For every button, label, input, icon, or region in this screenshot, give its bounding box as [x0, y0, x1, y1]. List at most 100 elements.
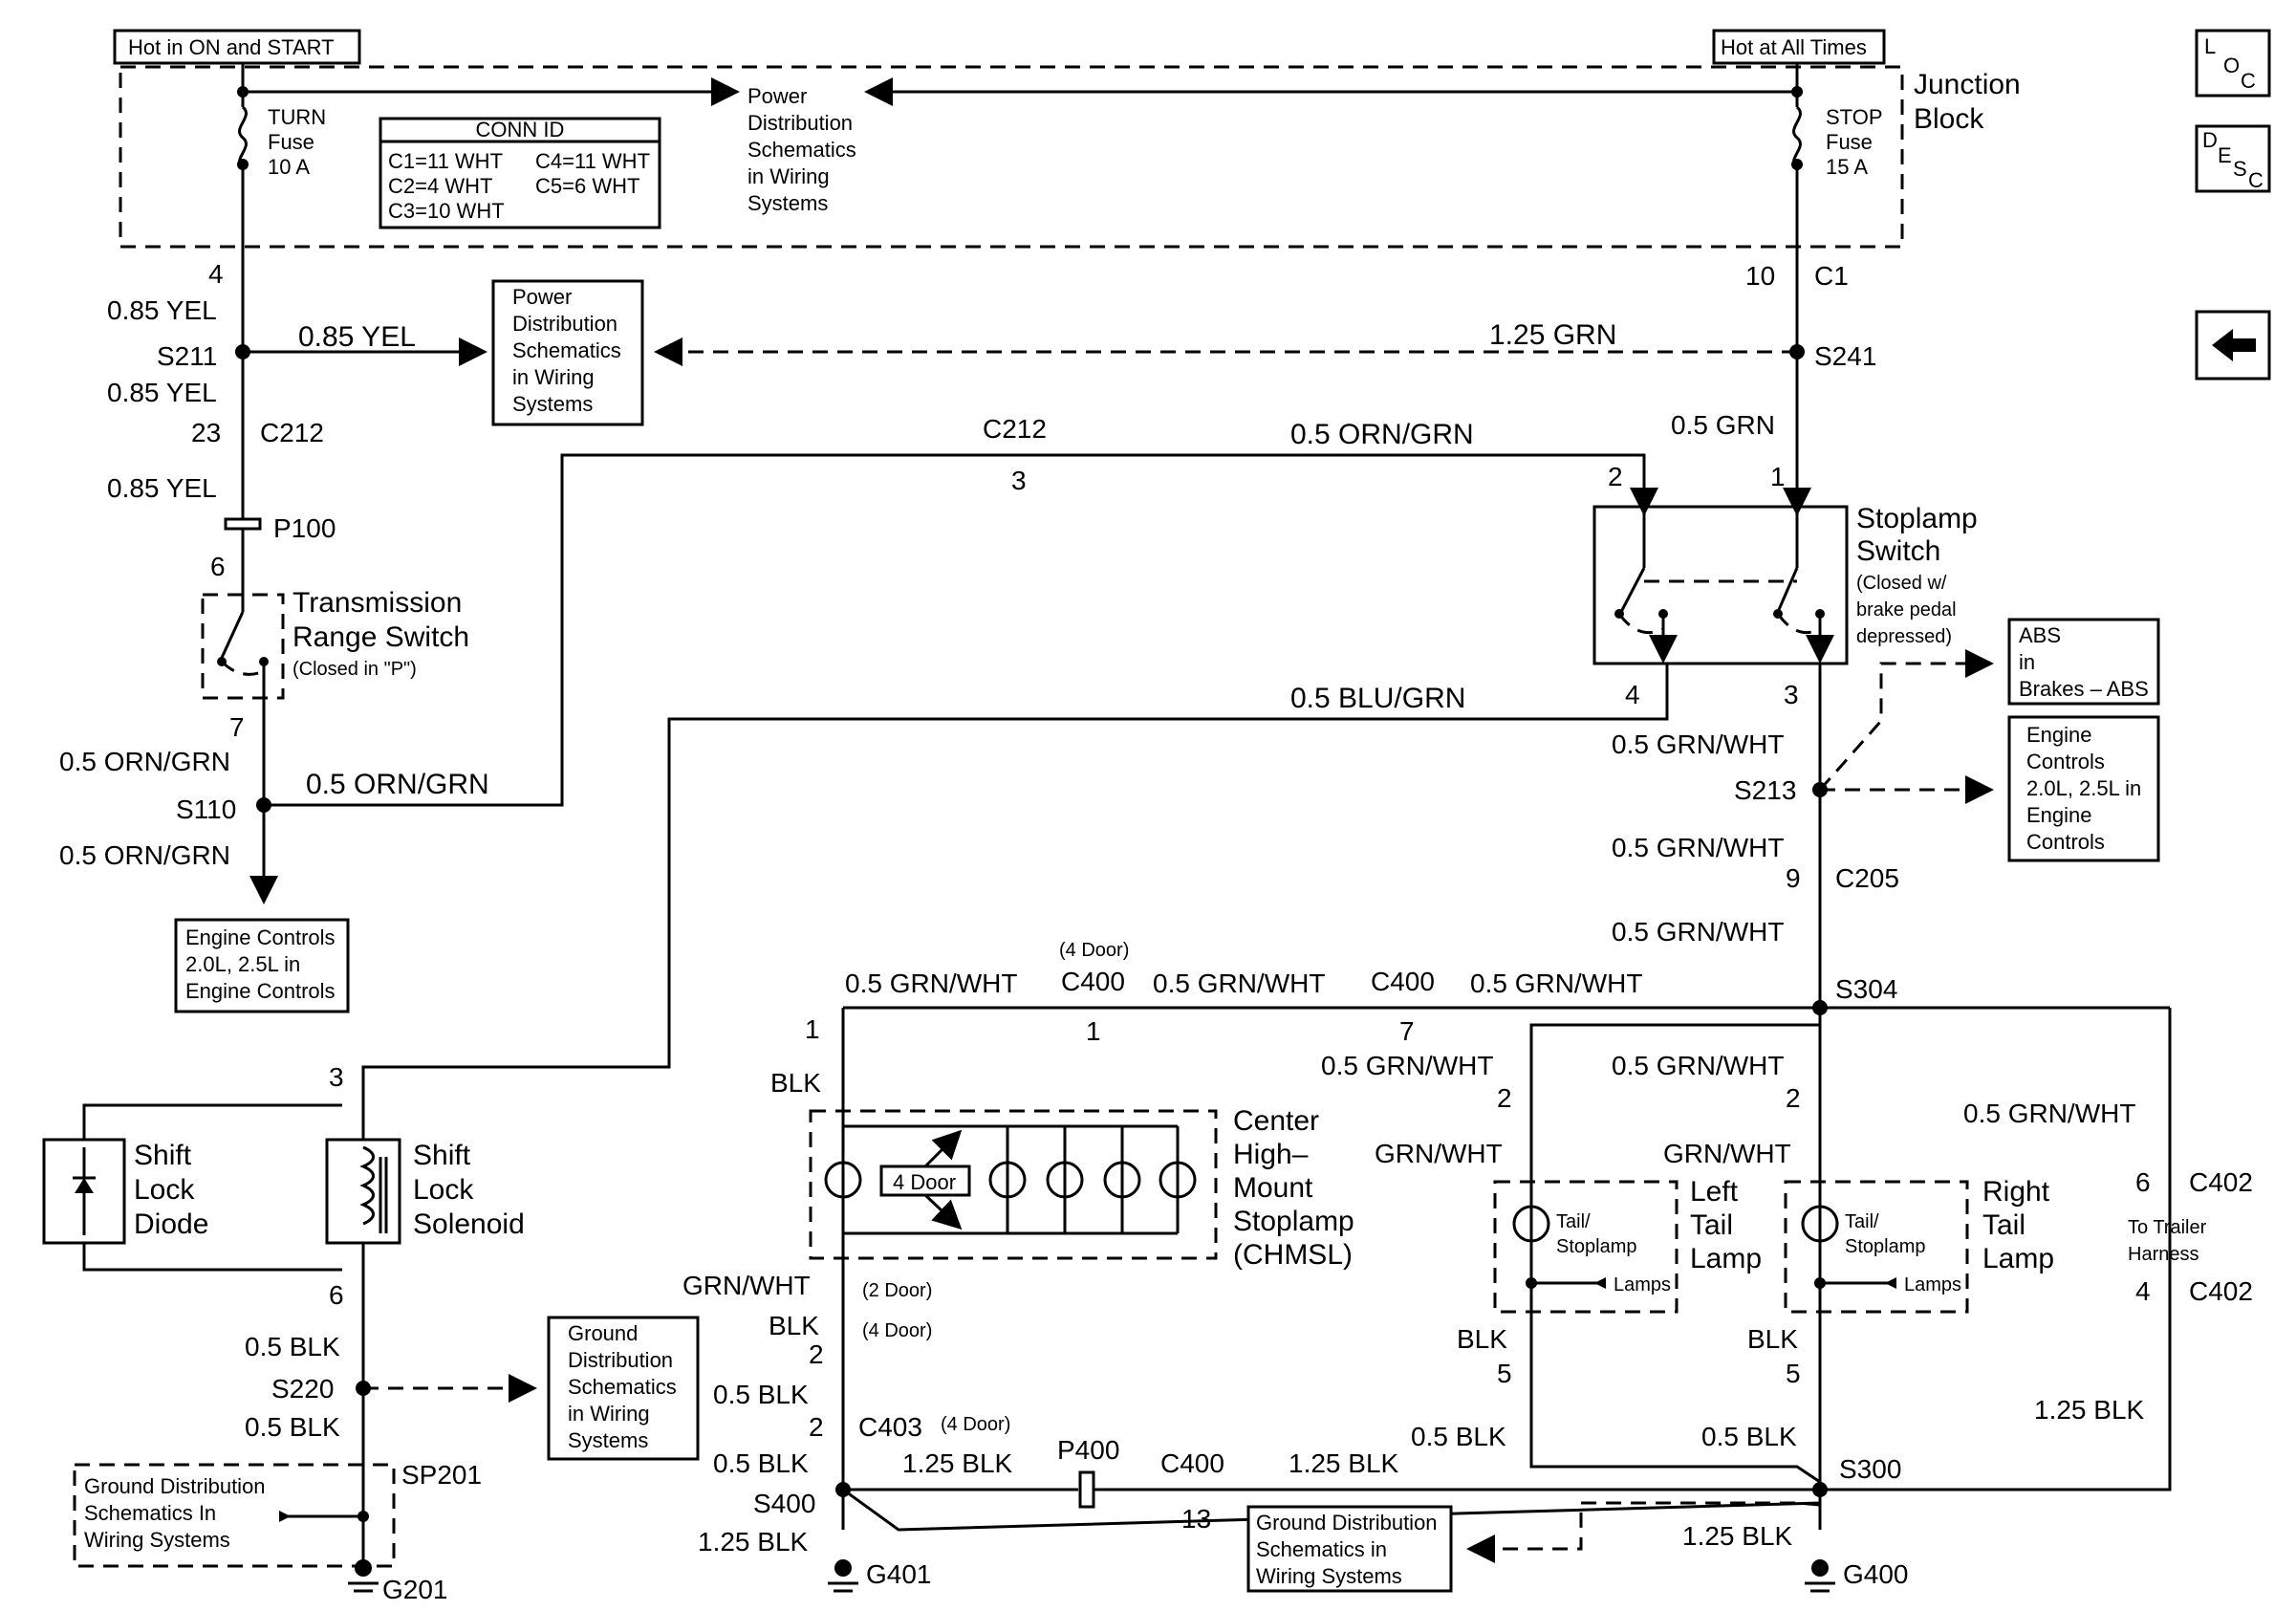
wire-label: BLK: [1747, 1324, 1798, 1354]
svg-text:C: C: [2248, 168, 2264, 192]
wire-label: 4: [208, 259, 224, 289]
wire-label: 10: [1745, 261, 1775, 291]
wire-label: 6: [210, 552, 226, 581]
p100-connector-icon: [224, 517, 262, 531]
left-arrow-icon: [2212, 329, 2256, 361]
wire-label: 2: [1608, 462, 1623, 491]
ground-g201-icon: [355, 1559, 372, 1577]
power-dist-box: [491, 279, 644, 426]
desc-button[interactable]: D E S C: [2195, 124, 2271, 193]
wire-label: (4 Door): [862, 1320, 932, 1341]
abs-box: [2007, 618, 2160, 706]
wire-label: 1.25 BLK: [2034, 1395, 2145, 1425]
wire-label: C205: [1835, 863, 1899, 893]
back-button[interactable]: [2195, 310, 2271, 381]
loc-button[interactable]: L O C: [2195, 29, 2271, 98]
hot-all-times-box: [1712, 29, 1886, 65]
svg-text:C1=11 WHT: C1=11 WHT: [388, 149, 503, 173]
wire-label: (4 Door): [941, 1414, 1010, 1435]
wire-label: C212: [260, 418, 324, 447]
svg-text:C4=11 WHT: C4=11 WHT: [535, 149, 650, 173]
wire-label: 4: [1625, 680, 1640, 709]
wire-label: 0.5 BLK: [1701, 1422, 1797, 1451]
wire-label: 2: [809, 1339, 824, 1369]
junction-block-outline: [119, 65, 1904, 249]
svg-text:C2=4 WHT: C2=4 WHT: [388, 174, 492, 198]
diode-icon: [75, 1178, 94, 1193]
ground-dist-left-outline: [73, 1463, 396, 1568]
svg-text:D: D: [2202, 128, 2218, 152]
wire-label: BLK: [1457, 1324, 1507, 1354]
svg-text:O: O: [2223, 54, 2240, 77]
wire-label: 0.5 BLK: [713, 1448, 809, 1478]
wire-label: 1: [1086, 1016, 1101, 1046]
wire-label: 0.85 YEL: [107, 473, 217, 503]
wire-label: 0.5 GRN/WHT: [1612, 917, 1784, 947]
wire-label: 0.5 GRN/WHT: [1321, 1051, 1493, 1080]
wire-label: S211: [157, 341, 217, 371]
svg-text:C3=10 WHT: C3=10 WHT: [388, 199, 505, 223]
wire-label: 0.5 GRN/WHT: [845, 969, 1017, 998]
wire-label: GRN/WHT: [1663, 1139, 1791, 1168]
wire-label: G400: [1843, 1559, 1909, 1589]
wire-label: 0.85 YEL: [298, 321, 416, 353]
wire-label: 0.85 YEL: [107, 295, 217, 325]
wire-label: 0.5 GRN/WHT: [1153, 969, 1325, 998]
svg-text:S: S: [2233, 157, 2247, 181]
stoplamp-switch-box: [1592, 505, 1849, 665]
wire-label: 1: [805, 1014, 820, 1044]
wire-labels: 4 0.85 YEL S211 0.85 YEL 0.85 YEL 2 3 C21…: [59, 259, 2253, 1604]
p400-connector-icon: [1078, 1470, 1095, 1509]
engine-controls-left-box: [174, 918, 350, 1013]
wire-label: C212: [983, 414, 1047, 444]
wire-label: 2: [1497, 1083, 1512, 1113]
wire-label: 1.25 BLK: [1289, 1448, 1399, 1478]
wire-label: C400: [1371, 967, 1435, 996]
wire-label: 0.85 YEL: [107, 378, 217, 407]
wire-label: C400: [1160, 1448, 1224, 1478]
right-tail-lamp-outline: [1784, 1180, 1969, 1314]
svg-text:C5=6 WHT: C5=6 WHT: [535, 174, 639, 198]
wire-label: 0.5 BLK: [245, 1412, 340, 1442]
wire-label: 0.5 GRN/WHT: [1612, 1051, 1784, 1080]
chmsl-bulbs: [824, 1126, 1197, 1233]
wire-label: SP201: [401, 1460, 482, 1490]
wire-label: 3: [1784, 680, 1799, 709]
wire-label: G401: [866, 1559, 932, 1589]
wire-label: 7: [229, 712, 245, 742]
wire-label: 1.25 BLK: [1682, 1521, 1793, 1551]
shift-lock-solenoid-box: [325, 1138, 401, 1245]
wire-label: 4: [2135, 1276, 2151, 1306]
wire-label: S110: [176, 795, 236, 824]
wire-label: P400: [1057, 1435, 1119, 1465]
wire-label: GRN/WHT: [682, 1271, 811, 1300]
hot-on-start-label: Hot in ON and START: [128, 35, 335, 59]
wire-label: S241: [1814, 341, 1876, 371]
svg-text:Lamps: Lamps: [1904, 1274, 1961, 1295]
ground-g400-icon: [1811, 1559, 1829, 1577]
wire-label: 3: [329, 1062, 344, 1092]
junction-block-label: Junction: [1914, 69, 2021, 100]
wire-label: 13: [1181, 1504, 1211, 1534]
conn-id-box: [379, 117, 661, 229]
wire-label: 0.5 GRN/WHT: [1963, 1099, 2135, 1128]
ground-dist-bottom-box: [1246, 1505, 1453, 1593]
bulb-icon: [824, 1161, 862, 1199]
svg-text:Block: Block: [1914, 103, 1984, 135]
wire-label: (2 Door): [862, 1280, 932, 1301]
wire-label: C400: [1061, 967, 1125, 996]
wire-label: 0.5 BLK: [1411, 1422, 1506, 1451]
wire-label: C402: [2189, 1276, 2253, 1306]
